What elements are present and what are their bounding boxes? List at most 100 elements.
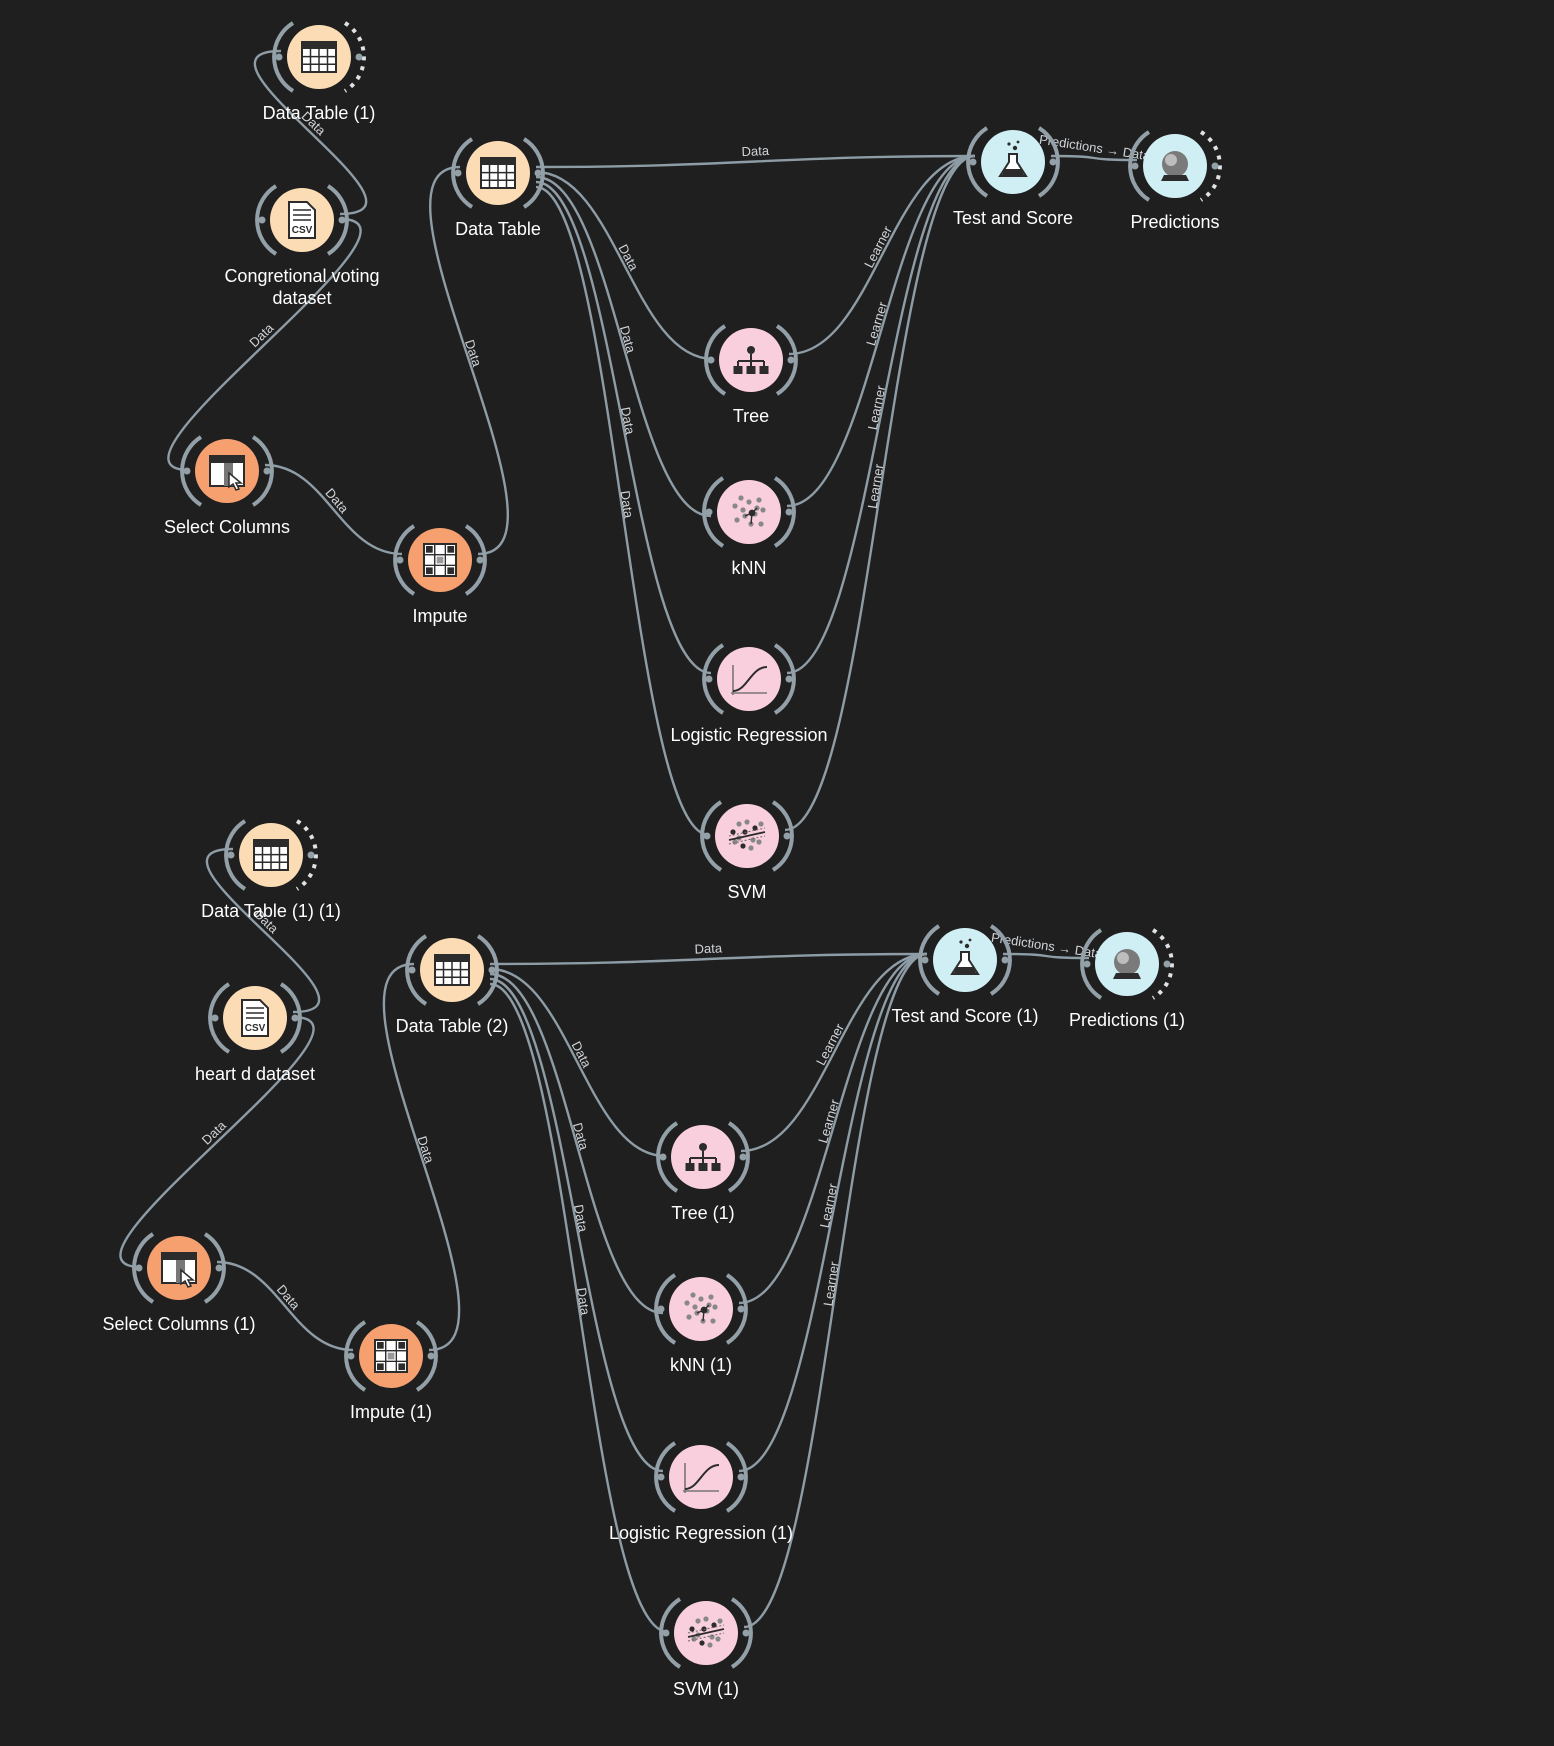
output-anchor-dashed[interactable] — [1151, 928, 1174, 1000]
input-anchor[interactable] — [700, 800, 723, 872]
output-anchor[interactable] — [1037, 126, 1060, 198]
node-dt1[interactable]: Data Table (1) — [263, 21, 376, 123]
input-anchor[interactable] — [255, 184, 278, 256]
input-anchor[interactable] — [180, 435, 203, 507]
link-dt2-knn2[interactable] — [489, 972, 664, 1315]
output-anchor-dashed[interactable] — [343, 21, 366, 93]
input-anchor[interactable] — [659, 1597, 682, 1669]
input-anchor[interactable] — [918, 924, 941, 996]
node-dt0[interactable]: Data Table — [451, 137, 545, 239]
link-dt0-ts1[interactable] — [535, 154, 976, 169]
link-imp1-dt0[interactable] — [428, 165, 510, 556]
link-ts2-pr2[interactable] — [1002, 952, 1090, 960]
node-pr2[interactable]: Predictions (1) — [1069, 928, 1185, 1030]
output-anchor-dashed[interactable] — [1199, 130, 1222, 202]
node-ts1[interactable]: Test and Score — [953, 126, 1073, 228]
node-pr1[interactable]: Predictions — [1128, 130, 1222, 232]
output-anchor[interactable] — [989, 924, 1012, 996]
input-anchor[interactable] — [1080, 928, 1103, 1000]
node-sel1[interactable]: Select Columns — [164, 435, 290, 537]
node-svm1[interactable]: SVM — [700, 800, 794, 902]
input-anchor[interactable] — [966, 126, 989, 198]
link-lr1-ts1[interactable] — [786, 154, 976, 675]
node-ts2[interactable]: Test and Score (1) — [891, 924, 1039, 1026]
link-sel1-imp1[interactable] — [264, 463, 403, 556]
link-csv2-sel2[interactable] — [119, 1015, 315, 1269]
output-anchor[interactable] — [775, 324, 798, 396]
input-anchor[interactable] — [344, 1320, 367, 1392]
link-csv1-sel1[interactable] — [167, 217, 362, 472]
input-anchor[interactable] — [654, 1273, 677, 1345]
link-label: Data — [571, 1203, 591, 1234]
link-sel2-imp2[interactable] — [216, 1260, 354, 1352]
input-anchor[interactable] — [1128, 130, 1151, 202]
node-knn2[interactable]: kNN (1) — [654, 1273, 748, 1375]
output-anchor[interactable] — [771, 800, 794, 872]
node-imp1[interactable]: Impute — [393, 524, 487, 626]
input-anchor[interactable] — [654, 1441, 677, 1513]
link-csv2-dt11[interactable] — [205, 847, 321, 1014]
link-imp2-dt2[interactable] — [382, 962, 461, 1352]
link-lr2-ts2[interactable] — [738, 952, 928, 1473]
input-anchor[interactable] — [704, 324, 727, 396]
node-imp2[interactable]: Impute (1) — [344, 1320, 438, 1422]
input-anchor[interactable] — [656, 1121, 679, 1193]
output-anchor-dashed[interactable] — [295, 819, 318, 891]
output-anchor[interactable] — [773, 643, 796, 715]
link-dt2-lr2[interactable] — [489, 977, 664, 1473]
output-anchor[interactable] — [730, 1597, 753, 1669]
link-dt0-svm1[interactable] — [535, 185, 710, 837]
output-anchor[interactable] — [727, 1121, 750, 1193]
input-anchor[interactable] — [702, 476, 725, 548]
output-anchor[interactable] — [251, 435, 274, 507]
link-dt0-knn1[interactable] — [535, 175, 712, 518]
output-anchor[interactable] — [522, 137, 545, 209]
input-dot — [703, 832, 711, 840]
link-dt0-lr1[interactable] — [535, 180, 712, 675]
link-dt2-svm2[interactable] — [489, 982, 669, 1634]
node-tree2[interactable]: Tree (1) — [656, 1121, 750, 1223]
output-anchor[interactable] — [725, 1441, 748, 1513]
link-svm1-ts1[interactable] — [784, 154, 976, 832]
input-anchor[interactable] — [393, 524, 416, 596]
link-dt2-ts2[interactable] — [489, 952, 928, 966]
node-knn1[interactable]: kNN — [702, 476, 796, 578]
node-dt2[interactable]: Data Table (2) — [396, 934, 509, 1036]
output-anchor[interactable] — [326, 184, 349, 256]
output-anchor[interactable] — [415, 1320, 438, 1392]
output-dot — [739, 1153, 747, 1161]
link-tree1-ts1[interactable] — [788, 154, 976, 356]
link-knn1-ts1[interactable] — [786, 154, 976, 508]
input-anchor[interactable] — [702, 643, 725, 715]
link-ts1-pr1[interactable] — [1050, 154, 1138, 162]
input-anchor[interactable] — [451, 137, 474, 209]
output-anchor[interactable] — [464, 524, 487, 596]
node-svm2[interactable]: SVM (1) — [659, 1597, 753, 1699]
input-anchor[interactable] — [132, 1232, 155, 1304]
node-dt11[interactable]: Data Table (1) (1) — [201, 819, 341, 921]
input-dot — [1131, 162, 1139, 170]
link-knn2-ts2[interactable] — [738, 952, 928, 1305]
input-anchor[interactable] — [224, 819, 247, 891]
link-tree2-ts2[interactable] — [740, 952, 928, 1153]
output-anchor[interactable] — [203, 1232, 226, 1304]
link-dt2-tree2[interactable] — [489, 967, 666, 1158]
node-lr2[interactable]: Logistic Regression (1) — [609, 1441, 793, 1543]
node-lr1[interactable]: Logistic Regression — [670, 643, 828, 745]
output-anchor[interactable] — [476, 934, 499, 1006]
node-tree1[interactable]: Tree — [704, 324, 798, 426]
output-anchor[interactable] — [279, 982, 302, 1054]
output-anchor[interactable] — [725, 1273, 748, 1345]
input-anchor[interactable] — [208, 982, 231, 1054]
input-anchor[interactable] — [405, 934, 428, 1006]
link-csv1-dt1[interactable] — [253, 49, 368, 216]
link-svm2-ts2[interactable] — [743, 952, 928, 1629]
link-dt0-tree1[interactable] — [535, 170, 714, 361]
output-anchor[interactable] — [773, 476, 796, 548]
input-anchor[interactable] — [272, 21, 295, 93]
input-dot — [258, 216, 266, 224]
node-sel2[interactable]: Select Columns (1) — [102, 1232, 256, 1334]
